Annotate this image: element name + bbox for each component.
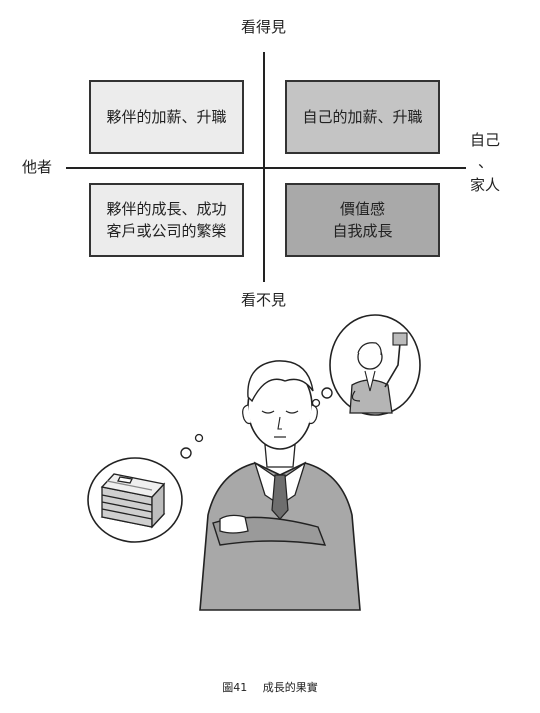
- quadrant-bottom-left: 夥伴的成長、成功 客戶或公司的繁榮: [89, 183, 244, 257]
- quadrant-bottom-right-text-1: 價值感: [339, 199, 385, 218]
- celebrating-self-icon: [311, 314, 421, 416]
- quadrant-bottom-right-text-2: 自我成長: [332, 222, 393, 240]
- figure-number: 圖41: [222, 681, 248, 694]
- quadrant-top-right: 自己的加薪、升職: [285, 80, 440, 154]
- figure-caption: 圖41 成長的果實: [0, 679, 540, 695]
- thinking-man-icon: [199, 360, 361, 611]
- quadrant-bottom-right: 價值感 自我成長: [285, 183, 440, 257]
- quadrant-top-left: 夥伴的加薪、升職: [89, 80, 244, 154]
- horizontal-axis: [66, 167, 466, 169]
- quadrant-top-left-text: 夥伴的加薪、升職: [106, 107, 227, 126]
- axis-label-right-sep: 、: [478, 153, 494, 171]
- axis-label-bottom: 看不見: [241, 291, 287, 309]
- axis-label-top: 看得見: [241, 18, 287, 36]
- figure-title: 成長的果實: [262, 681, 318, 694]
- quadrant-top-right-text: 自己的加薪、升職: [302, 107, 423, 126]
- illustration: [87, 314, 421, 611]
- quadrant-bottom-left-text-2: 客戶或公司的繁榮: [106, 222, 227, 240]
- quadrant-bottom-left-text-1: 夥伴的成長、成功: [106, 199, 227, 218]
- axis-label-right-1: 自己: [470, 131, 501, 149]
- money-stack-icon: [87, 433, 204, 543]
- axis-label-right-2: 家人: [470, 176, 501, 194]
- axis-label-left: 他者: [22, 158, 53, 176]
